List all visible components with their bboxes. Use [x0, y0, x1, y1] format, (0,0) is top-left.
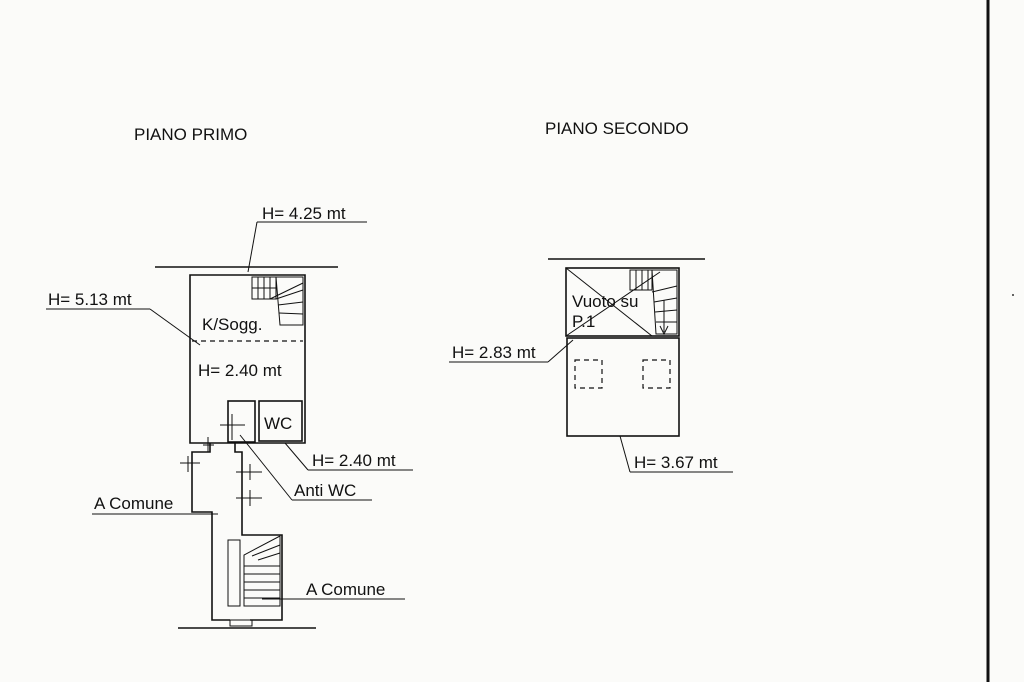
anti-wc-room	[227, 400, 256, 443]
label-height-room: H= 2.40 mt	[198, 361, 282, 380]
label-room-wc: WC	[264, 414, 292, 433]
label-void: Vuoto su	[572, 292, 638, 311]
skylight-right	[642, 359, 671, 389]
second-floor-room	[566, 337, 680, 437]
second-floor-stair	[629, 269, 678, 336]
first-floor-stair-top	[251, 276, 304, 326]
second-floor-void-area	[565, 267, 680, 337]
skylight-left	[574, 359, 603, 389]
first-floor-entry-threshold	[229, 619, 253, 627]
label-void-floor: P.1	[572, 312, 595, 331]
first-floor-corridor	[191, 443, 283, 621]
second-floor-title: PIANO SECONDO	[545, 119, 689, 138]
label-anti-wc: Anti WC	[294, 481, 356, 500]
label-height-wc: H= 2.40 mt	[312, 451, 396, 470]
void-cross-line-1	[565, 267, 653, 337]
leader-anti-wc	[239, 434, 293, 501]
label-common-lower: A Comune	[306, 580, 385, 599]
label-height-left: H= 5.13 mt	[48, 290, 132, 309]
first-floor-main-room	[189, 274, 306, 444]
leader-height-top	[247, 221, 258, 273]
corridor-door-marks	[180, 437, 262, 506]
wc-room	[258, 400, 303, 442]
leader-second-height-bottom	[619, 435, 631, 473]
label-second-height-left: H= 2.83 mt	[452, 343, 536, 362]
first-floor-title: PIANO PRIMO	[134, 125, 247, 144]
first-floor-stair-bottom	[227, 535, 281, 607]
label-height-top: H= 4.25 mt	[262, 204, 346, 223]
label-second-height-bottom: H= 3.67 mt	[634, 453, 718, 472]
leader-height-wc	[284, 442, 309, 471]
sheet-speck	[1012, 294, 1014, 296]
void-cross-line-2	[565, 271, 661, 337]
label-room-living: K/Sogg.	[202, 315, 263, 334]
label-common-upper: A Comune	[94, 494, 173, 513]
